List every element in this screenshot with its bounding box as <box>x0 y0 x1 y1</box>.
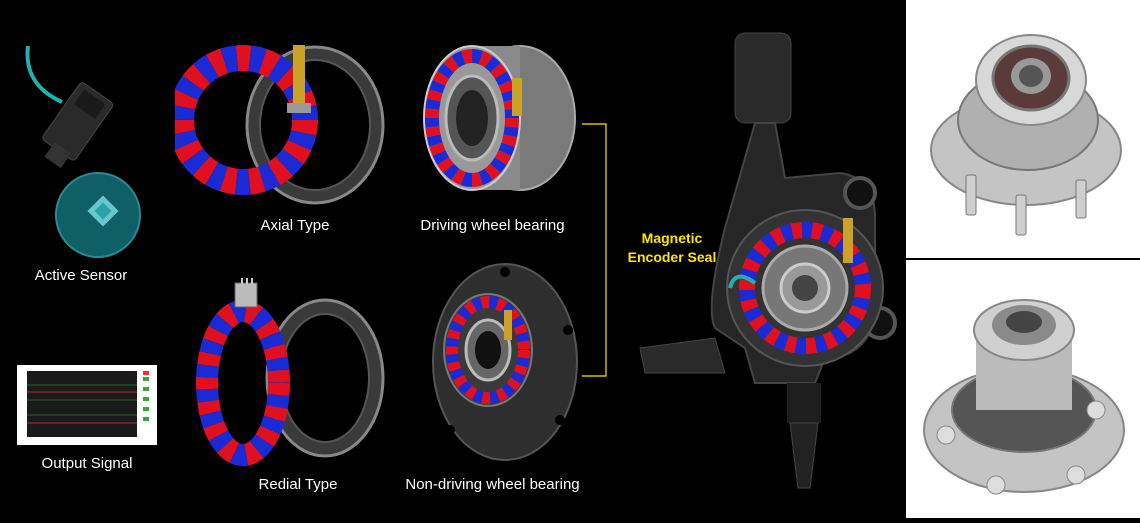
radial-type-label: Redial Type <box>258 476 338 493</box>
hub-photo-bottom-panel <box>906 260 1140 518</box>
axial-type-label: Axial Type <box>260 217 330 234</box>
sensor-chip-icon <box>87 195 119 227</box>
magnetic-encoder-label-line2: Encoder Seal <box>627 249 717 265</box>
oscilloscope-icon <box>17 365 157 445</box>
non-driving-bearing-label: Non-driving wheel bearing <box>405 476 580 493</box>
wheel-hub-icon <box>923 299 1125 495</box>
steering-knuckle-icon <box>639 32 897 489</box>
radial-type-encoder-icon <box>196 278 385 466</box>
driving-bearing-label: Driving wheel bearing <box>420 217 565 234</box>
non-driving-bearing-icon <box>432 263 578 461</box>
grouping-bracket <box>582 123 607 377</box>
magnetic-encoder-label-line1: Magnetic <box>641 230 703 246</box>
active-sensor-icon <box>25 45 141 258</box>
axial-type-encoder-icon <box>175 45 385 205</box>
driving-bearing-icon <box>423 45 576 191</box>
output-signal-label: Output Signal <box>41 455 133 472</box>
wheel-hub-icon <box>930 34 1122 236</box>
hub-photo-top-panel <box>906 0 1140 258</box>
active-sensor-label: Active Sensor <box>34 267 128 284</box>
